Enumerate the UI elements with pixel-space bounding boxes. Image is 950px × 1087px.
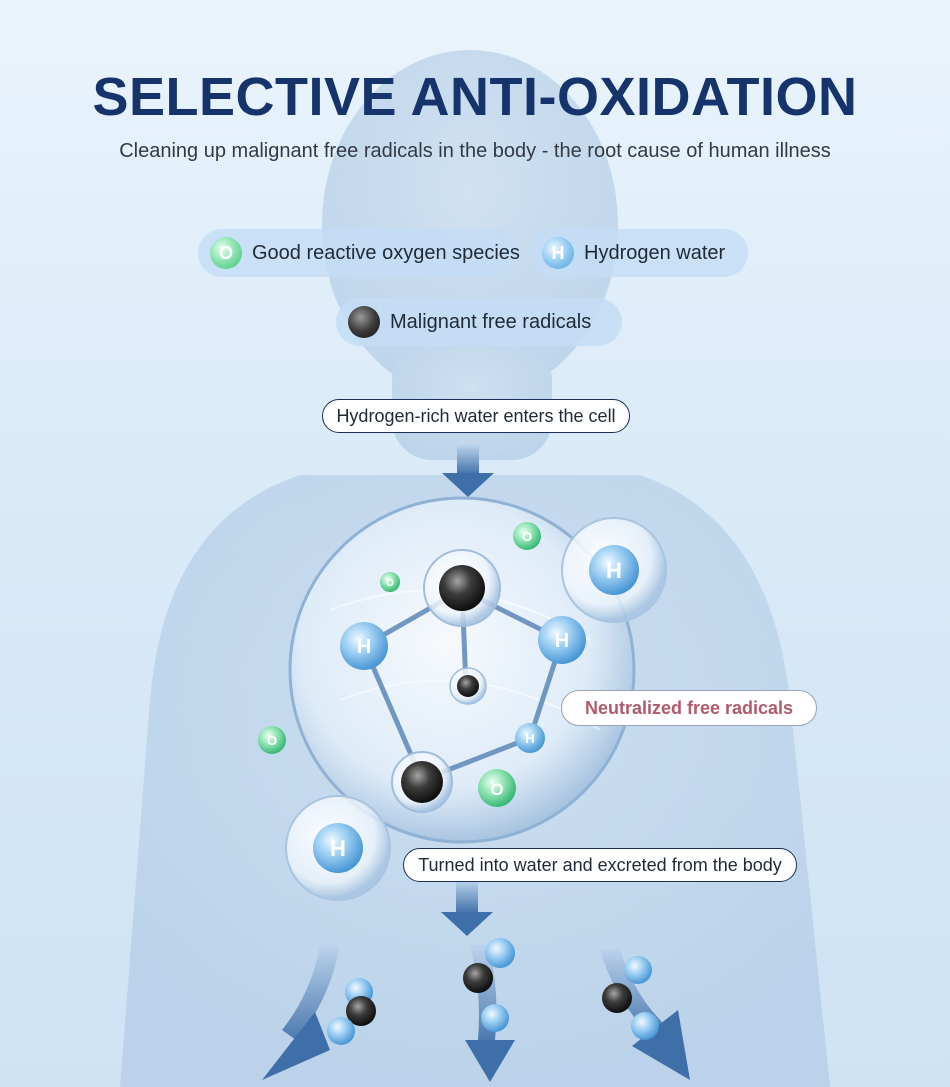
svg-text:O: O: [386, 578, 394, 589]
oxygen-molecule-icon: O: [478, 769, 516, 807]
legend-item-radical: Malignant free radicals: [336, 298, 622, 346]
oxygen-molecule-icon: O: [258, 726, 286, 754]
excreted-molecules: [327, 938, 659, 1045]
oxygen-molecule-icon: O: [210, 237, 242, 269]
hydrogen-molecule-icon: [631, 1012, 659, 1040]
legend-item-oxygen: O Good reactive oxygen species: [198, 229, 520, 277]
oxygen-molecule-icon: O: [380, 572, 400, 592]
free-radical-icon: [463, 963, 493, 993]
svg-text:O: O: [522, 529, 532, 544]
free-radical-icon: [391, 751, 453, 813]
hydrogen-molecule-icon: [481, 1004, 509, 1032]
free-radical-icon: [423, 549, 501, 627]
free-radical-icon: [449, 667, 487, 705]
step-enter-label: Hydrogen-rich water enters the cell: [322, 399, 630, 433]
free-radical-icon: [348, 306, 380, 338]
arrow-down-enter: [442, 445, 494, 497]
page-title: SELECTIVE ANTI-OXIDATION: [92, 67, 858, 127]
svg-text:H: H: [606, 558, 622, 583]
svg-text:O: O: [267, 733, 277, 748]
legend-item-hydrogen: H Hydrogen water: [530, 229, 748, 277]
oxygen-molecule-icon: O: [513, 522, 541, 550]
arrow-down-excrete: [441, 880, 493, 936]
svg-text:O: O: [490, 780, 503, 799]
legend-label: Malignant free radicals: [390, 310, 592, 333]
hydrogen-molecule-icon: H: [542, 237, 574, 269]
hydrogen-molecule-icon: H: [538, 616, 586, 664]
hydrogen-molecule-icon: H: [515, 723, 545, 753]
hydrogen-molecule-icon: H: [285, 795, 391, 901]
free-radical-icon: [602, 983, 632, 1013]
legend-label: Hydrogen water: [584, 241, 726, 264]
hydrogen-molecule-icon: [624, 956, 652, 984]
step-neutralized-label: Neutralized free radicals: [561, 690, 817, 726]
legend-label: Good reactive oxygen species: [252, 241, 520, 264]
arrow-excrete-left: [262, 945, 340, 1080]
page-subtitle: Cleaning up malignant free radicals in t…: [119, 140, 831, 162]
hydrogen-molecule-icon: H: [340, 622, 388, 670]
hydrogen-molecule-icon: [485, 938, 515, 968]
svg-text:H: H: [357, 636, 371, 658]
step-excreted-label: Turned into water and excreted from the …: [403, 848, 797, 882]
svg-text:H: H: [555, 630, 569, 652]
hydrogen-molecule-icon: H: [561, 517, 667, 623]
svg-text:H: H: [330, 836, 346, 861]
svg-text:H: H: [525, 731, 534, 746]
hydrogen-molecule-icon: [327, 1017, 355, 1045]
free-radical-icon: [346, 996, 376, 1026]
